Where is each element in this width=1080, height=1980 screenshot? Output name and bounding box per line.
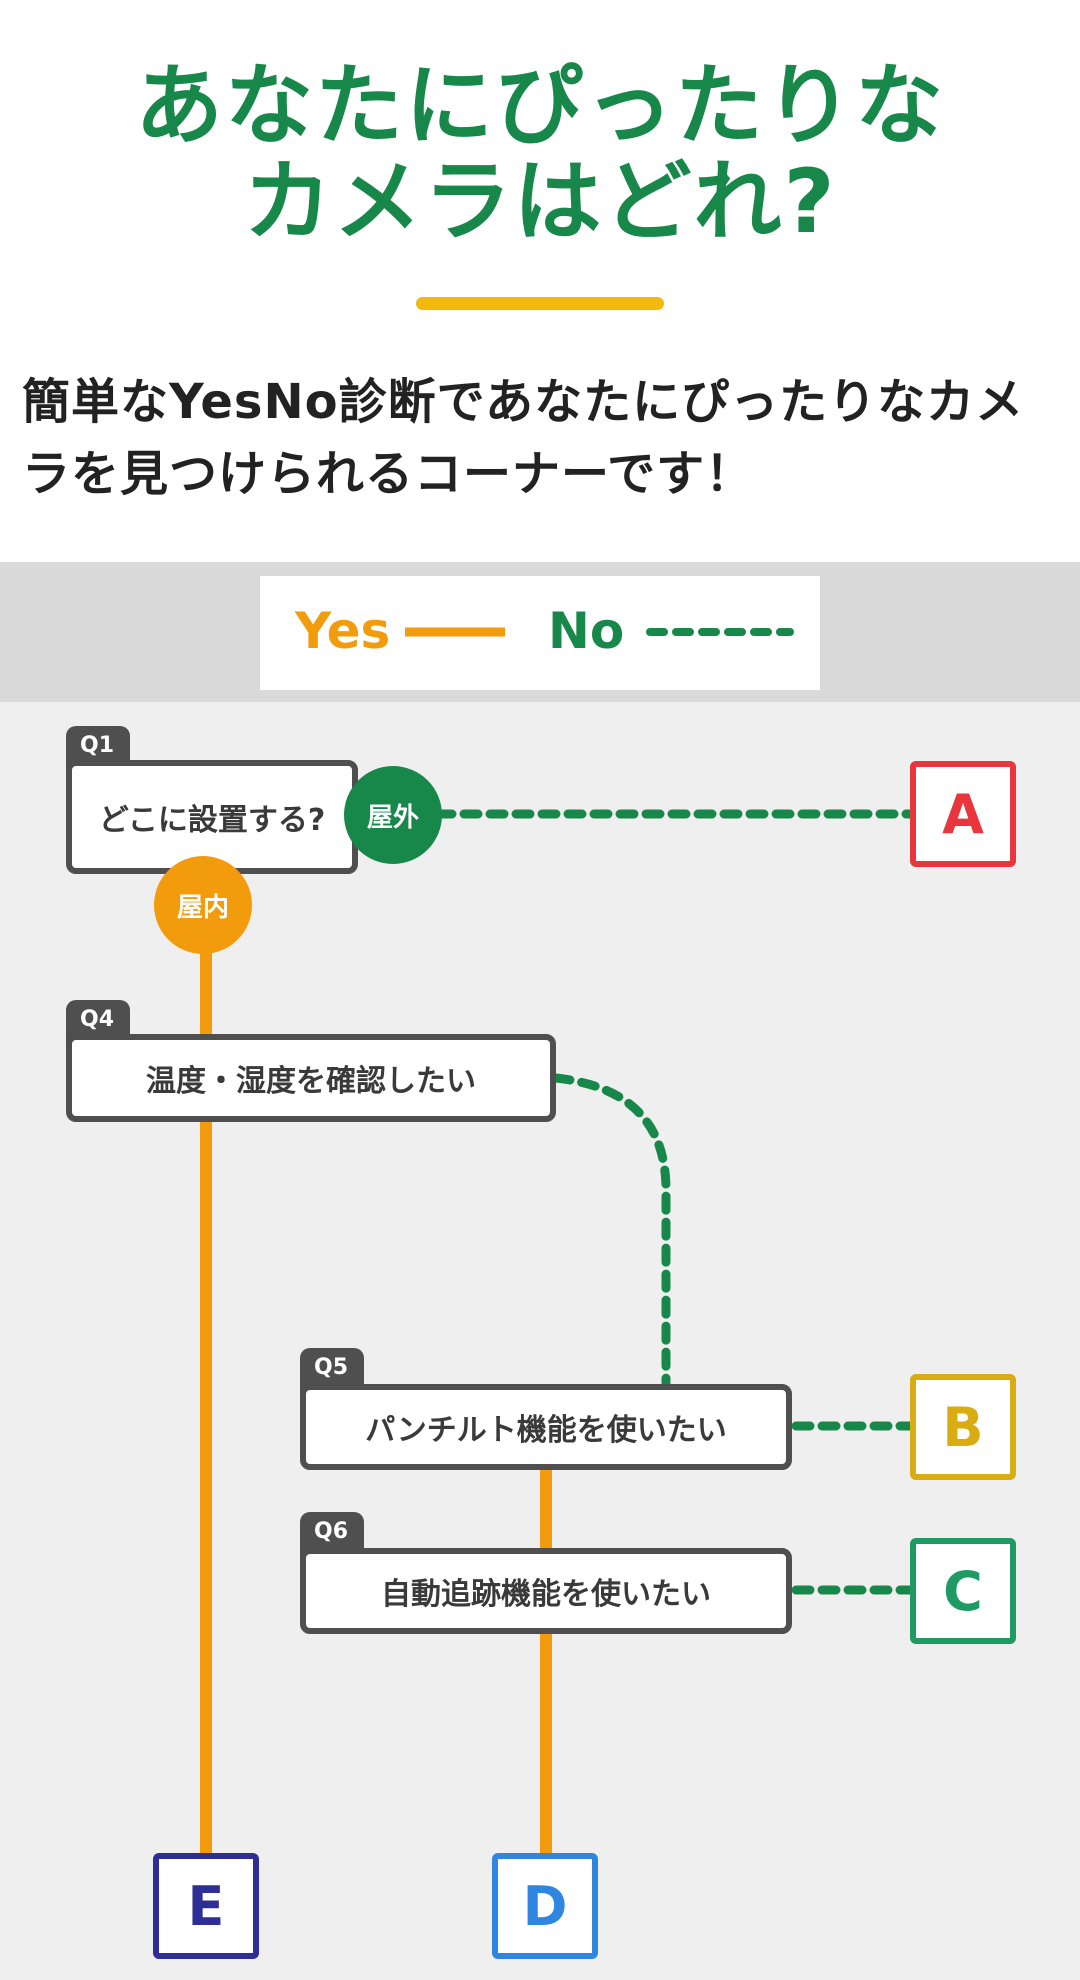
answer-e: E bbox=[153, 1853, 259, 1959]
q6-text: 自動追跡機能を使いたい bbox=[381, 1577, 711, 1612]
title-underline bbox=[416, 297, 664, 310]
branch-outdoor: 屋外 bbox=[344, 766, 442, 864]
answer-c: C bbox=[910, 1538, 1016, 1644]
no-line-q4-to-q5 bbox=[551, 1073, 671, 1389]
intro-text: 簡単なYesNo診断であなたにぴったりなカメラを見つけられるコーナーです！ bbox=[22, 374, 1025, 502]
title-line-2: カメラはどれ? bbox=[243, 150, 837, 253]
legend-no-label: No bbox=[548, 602, 625, 660]
q5-box: パンチルト機能を使いたい bbox=[300, 1384, 792, 1470]
q4-box: 温度・湿度を確認したい bbox=[66, 1034, 556, 1122]
legend-yes-label: Yes bbox=[295, 602, 391, 660]
answer-a: A bbox=[910, 761, 1016, 867]
title-line-1: あなたにぴったりな bbox=[134, 54, 945, 157]
answer-b: B bbox=[910, 1374, 1016, 1480]
branch-indoor: 屋内 bbox=[154, 856, 252, 954]
branch-indoor-label: 屋内 bbox=[176, 892, 229, 923]
answer-d-label: D bbox=[522, 1874, 568, 1938]
answer-d: D bbox=[492, 1853, 598, 1959]
answer-a-label: A bbox=[942, 782, 984, 846]
q1-box: どこに設置する? bbox=[66, 760, 358, 874]
branch-outdoor-label: 屋外 bbox=[366, 802, 419, 833]
q1-text: どこに設置する? bbox=[98, 803, 326, 838]
answer-e-label: E bbox=[187, 1874, 225, 1938]
header: あなたにぴったりな カメラはどれ? 簡単なYesNo診断であなたにぴったりなカメ… bbox=[0, 0, 1080, 562]
answer-c-label: C bbox=[943, 1559, 983, 1623]
q4-text: 温度・湿度を確認したい bbox=[146, 1064, 476, 1099]
q6-box: 自動追跡機能を使いたい bbox=[300, 1548, 792, 1634]
q5-text: パンチルト機能を使いたい bbox=[365, 1413, 727, 1448]
page-title: あなたにぴったりな カメラはどれ? bbox=[0, 58, 1080, 250]
answer-b-label: B bbox=[942, 1395, 984, 1459]
